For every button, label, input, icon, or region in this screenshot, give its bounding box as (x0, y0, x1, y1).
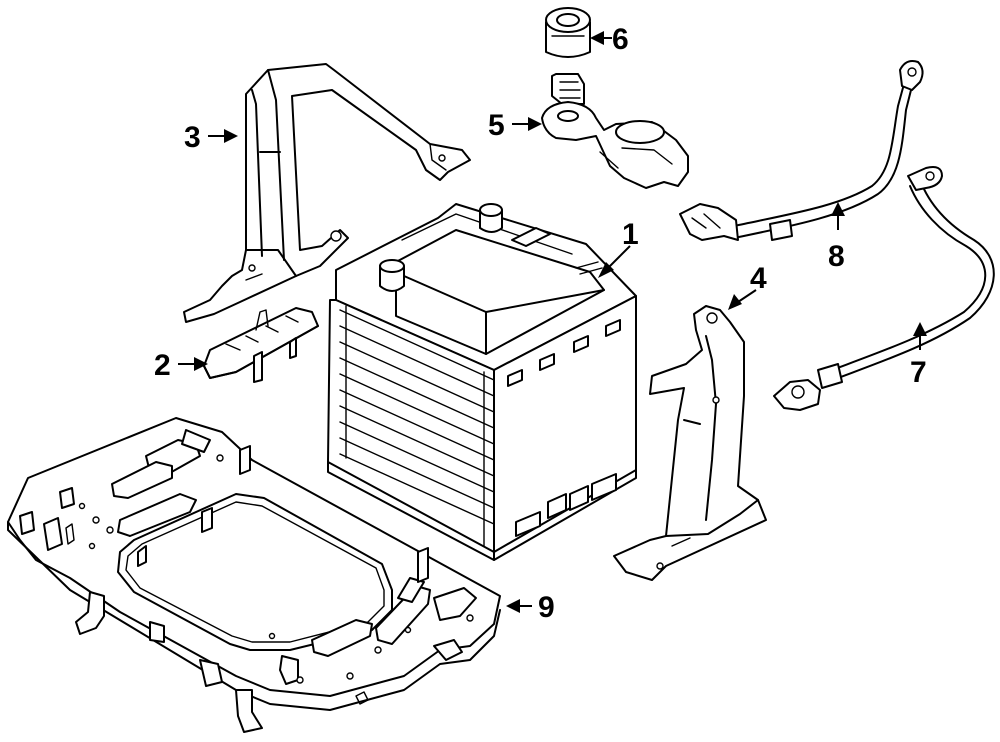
callout-7-label: 7 (910, 356, 927, 389)
callout-4-label: 4 (750, 262, 767, 295)
terminal-nut (545, 7, 591, 58)
callout-5-label: 5 (488, 109, 505, 142)
callout-8-label: 8 (828, 240, 845, 273)
callout-labels: 1 2 3 4 5 6 7 8 9 (154, 23, 927, 624)
callout-6-label: 6 (612, 23, 629, 56)
positive-battery-cable (679, 60, 924, 241)
callout-leaders (178, 31, 927, 613)
fuse-connector-block (203, 307, 319, 383)
positive-terminal-clamp (541, 73, 689, 189)
callout-9-label: 9 (538, 591, 555, 624)
battery-side-bracket (613, 305, 767, 581)
battery (327, 203, 637, 561)
callout-1-label: 1 (622, 218, 639, 251)
battery-hold-down-bracket (183, 63, 471, 323)
battery-tray (7, 417, 501, 733)
negative-battery-cable (773, 166, 995, 411)
callout-2-label: 2 (154, 349, 171, 382)
callout-3-label: 3 (184, 121, 201, 154)
